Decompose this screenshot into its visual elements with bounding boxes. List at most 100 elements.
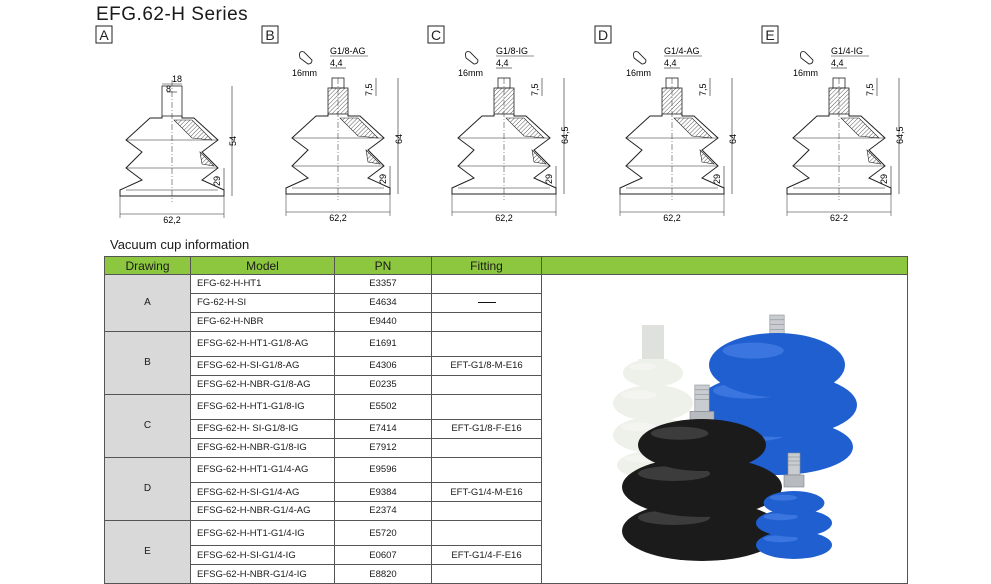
fitting-cell: EFT-G1/8-M-E16 [431,355,542,376]
svg-text:7,5: 7,5 [698,83,708,96]
svg-text:29: 29 [212,176,222,186]
fitting-cell [431,374,542,395]
drawing-letter: A [99,27,109,43]
model-cell: EFSG-62-H-NBR-G1/8-IG [190,437,335,458]
pn-cell: E0235 [334,374,432,395]
svg-text:7,5: 7,5 [364,83,374,96]
drawing-cell: D [104,456,191,521]
svg-text:29: 29 [712,174,722,184]
drawing-D: D 16mm G1/4-AG 4,4 7,5 64 29 62,2 [594,25,738,223]
svg-text:64,5: 64,5 [895,126,905,144]
product-photo [541,274,908,584]
svg-text:16mm: 16mm [458,68,483,78]
wrench-icon [633,51,647,65]
svg-text:18: 18 [172,74,182,84]
technical-drawings: A188542962,2B16mmG1/8-AG4,47,5642962,2C1… [95,25,905,225]
model-cell: EFG-62-H-NBR [190,311,335,332]
svg-text:G1/8-AG: G1/8-AG [330,46,366,56]
fitting-cell [431,330,542,357]
drawing-cell: C [104,393,191,458]
fitting-cell: EFT-G1/4-M-E16 [431,482,542,503]
pn-cell: E7912 [334,437,432,458]
drawing-letter: D [598,27,608,43]
svg-text:62,2: 62,2 [663,213,681,223]
svg-text:29: 29 [879,174,889,184]
drawing-letter: E [765,27,774,43]
fitting-cell [431,311,542,332]
pn-cell: E1691 [334,330,432,357]
svg-text:G1/8-IG: G1/8-IG [496,46,528,56]
svg-text:8: 8 [166,84,171,94]
fitting-cell [431,292,542,313]
svg-text:64: 64 [728,134,738,144]
model-cell: EFSG-62-H-NBR-G1/4-AG [190,501,335,521]
svg-text:16mm: 16mm [292,68,317,78]
header-blank [541,256,908,275]
svg-text:4,4: 4,4 [330,58,343,68]
drawing-cell: A [104,274,191,332]
svg-text:7,5: 7,5 [865,83,875,96]
model-cell: EFSG-62-H-HT1-G1/8-AG [190,330,335,357]
header-model: Model [190,256,335,275]
fitting-cell [431,456,542,484]
header-pn: PN [334,256,432,275]
info-title: Vacuum cup information [110,237,250,252]
drawing-cell: E [104,519,191,584]
model-cell: EFSG-62-H-SI-G1/8-AG [190,355,335,376]
svg-text:62,2: 62,2 [329,213,347,223]
model-cell: FG-62-H-SI [190,292,335,313]
pn-cell: E3357 [334,274,432,294]
no-fitting-dash [477,302,496,304]
svg-text:16mm: 16mm [793,68,818,78]
pn-cell: E2374 [334,501,432,521]
fitting-cell: EFT-G1/4-F-E16 [431,545,542,566]
header-drawing: Drawing [104,256,191,275]
model-cell: EFG-62-H-HT1 [190,274,335,294]
fitting-cell [431,501,542,521]
wrench-icon [465,51,479,65]
model-cell: EFSG-62-H-HT1-G1/4-IG [190,519,335,547]
model-cell: EFSG-62-H-SI-G1/4-IG [190,545,335,566]
svg-text:29: 29 [378,174,388,184]
svg-text:G1/4-IG: G1/4-IG [831,46,863,56]
pn-cell: E0607 [334,545,432,566]
series-title: EFG.62-H Series [96,4,249,25]
svg-text:64: 64 [394,134,404,144]
model-cell: EFSG-62-H-HT1-G1/4-AG [190,456,335,484]
pn-cell: E9440 [334,311,432,332]
wrench-icon [299,51,313,65]
fitting-cell [431,437,542,458]
svg-text:4,4: 4,4 [496,58,509,68]
pn-cell: E4306 [334,355,432,376]
vacuum-cups-illustration [613,314,857,561]
pn-cell: E4634 [334,292,432,313]
wrench-icon [800,51,814,65]
pn-cell: E9596 [334,456,432,484]
fitting-cell [431,519,542,547]
svg-text:29: 29 [544,174,554,184]
fitting-cell: EFT-G1/8-F-E16 [431,419,542,439]
svg-text:G1/4-AG: G1/4-AG [664,46,700,56]
fitting-cell [431,393,542,421]
model-cell: EFSG-62-H-SI-G1/4-AG [190,482,335,503]
svg-text:16mm: 16mm [626,68,651,78]
pn-cell: E5502 [334,393,432,421]
header-fitting: Fitting [431,256,542,275]
svg-text:64,5: 64,5 [560,126,570,144]
svg-text:4,4: 4,4 [664,58,677,68]
drawing-cell: B [104,330,191,395]
svg-text:54: 54 [228,136,238,146]
svg-text:62-2: 62-2 [830,213,848,223]
pn-cell: E9384 [334,482,432,503]
